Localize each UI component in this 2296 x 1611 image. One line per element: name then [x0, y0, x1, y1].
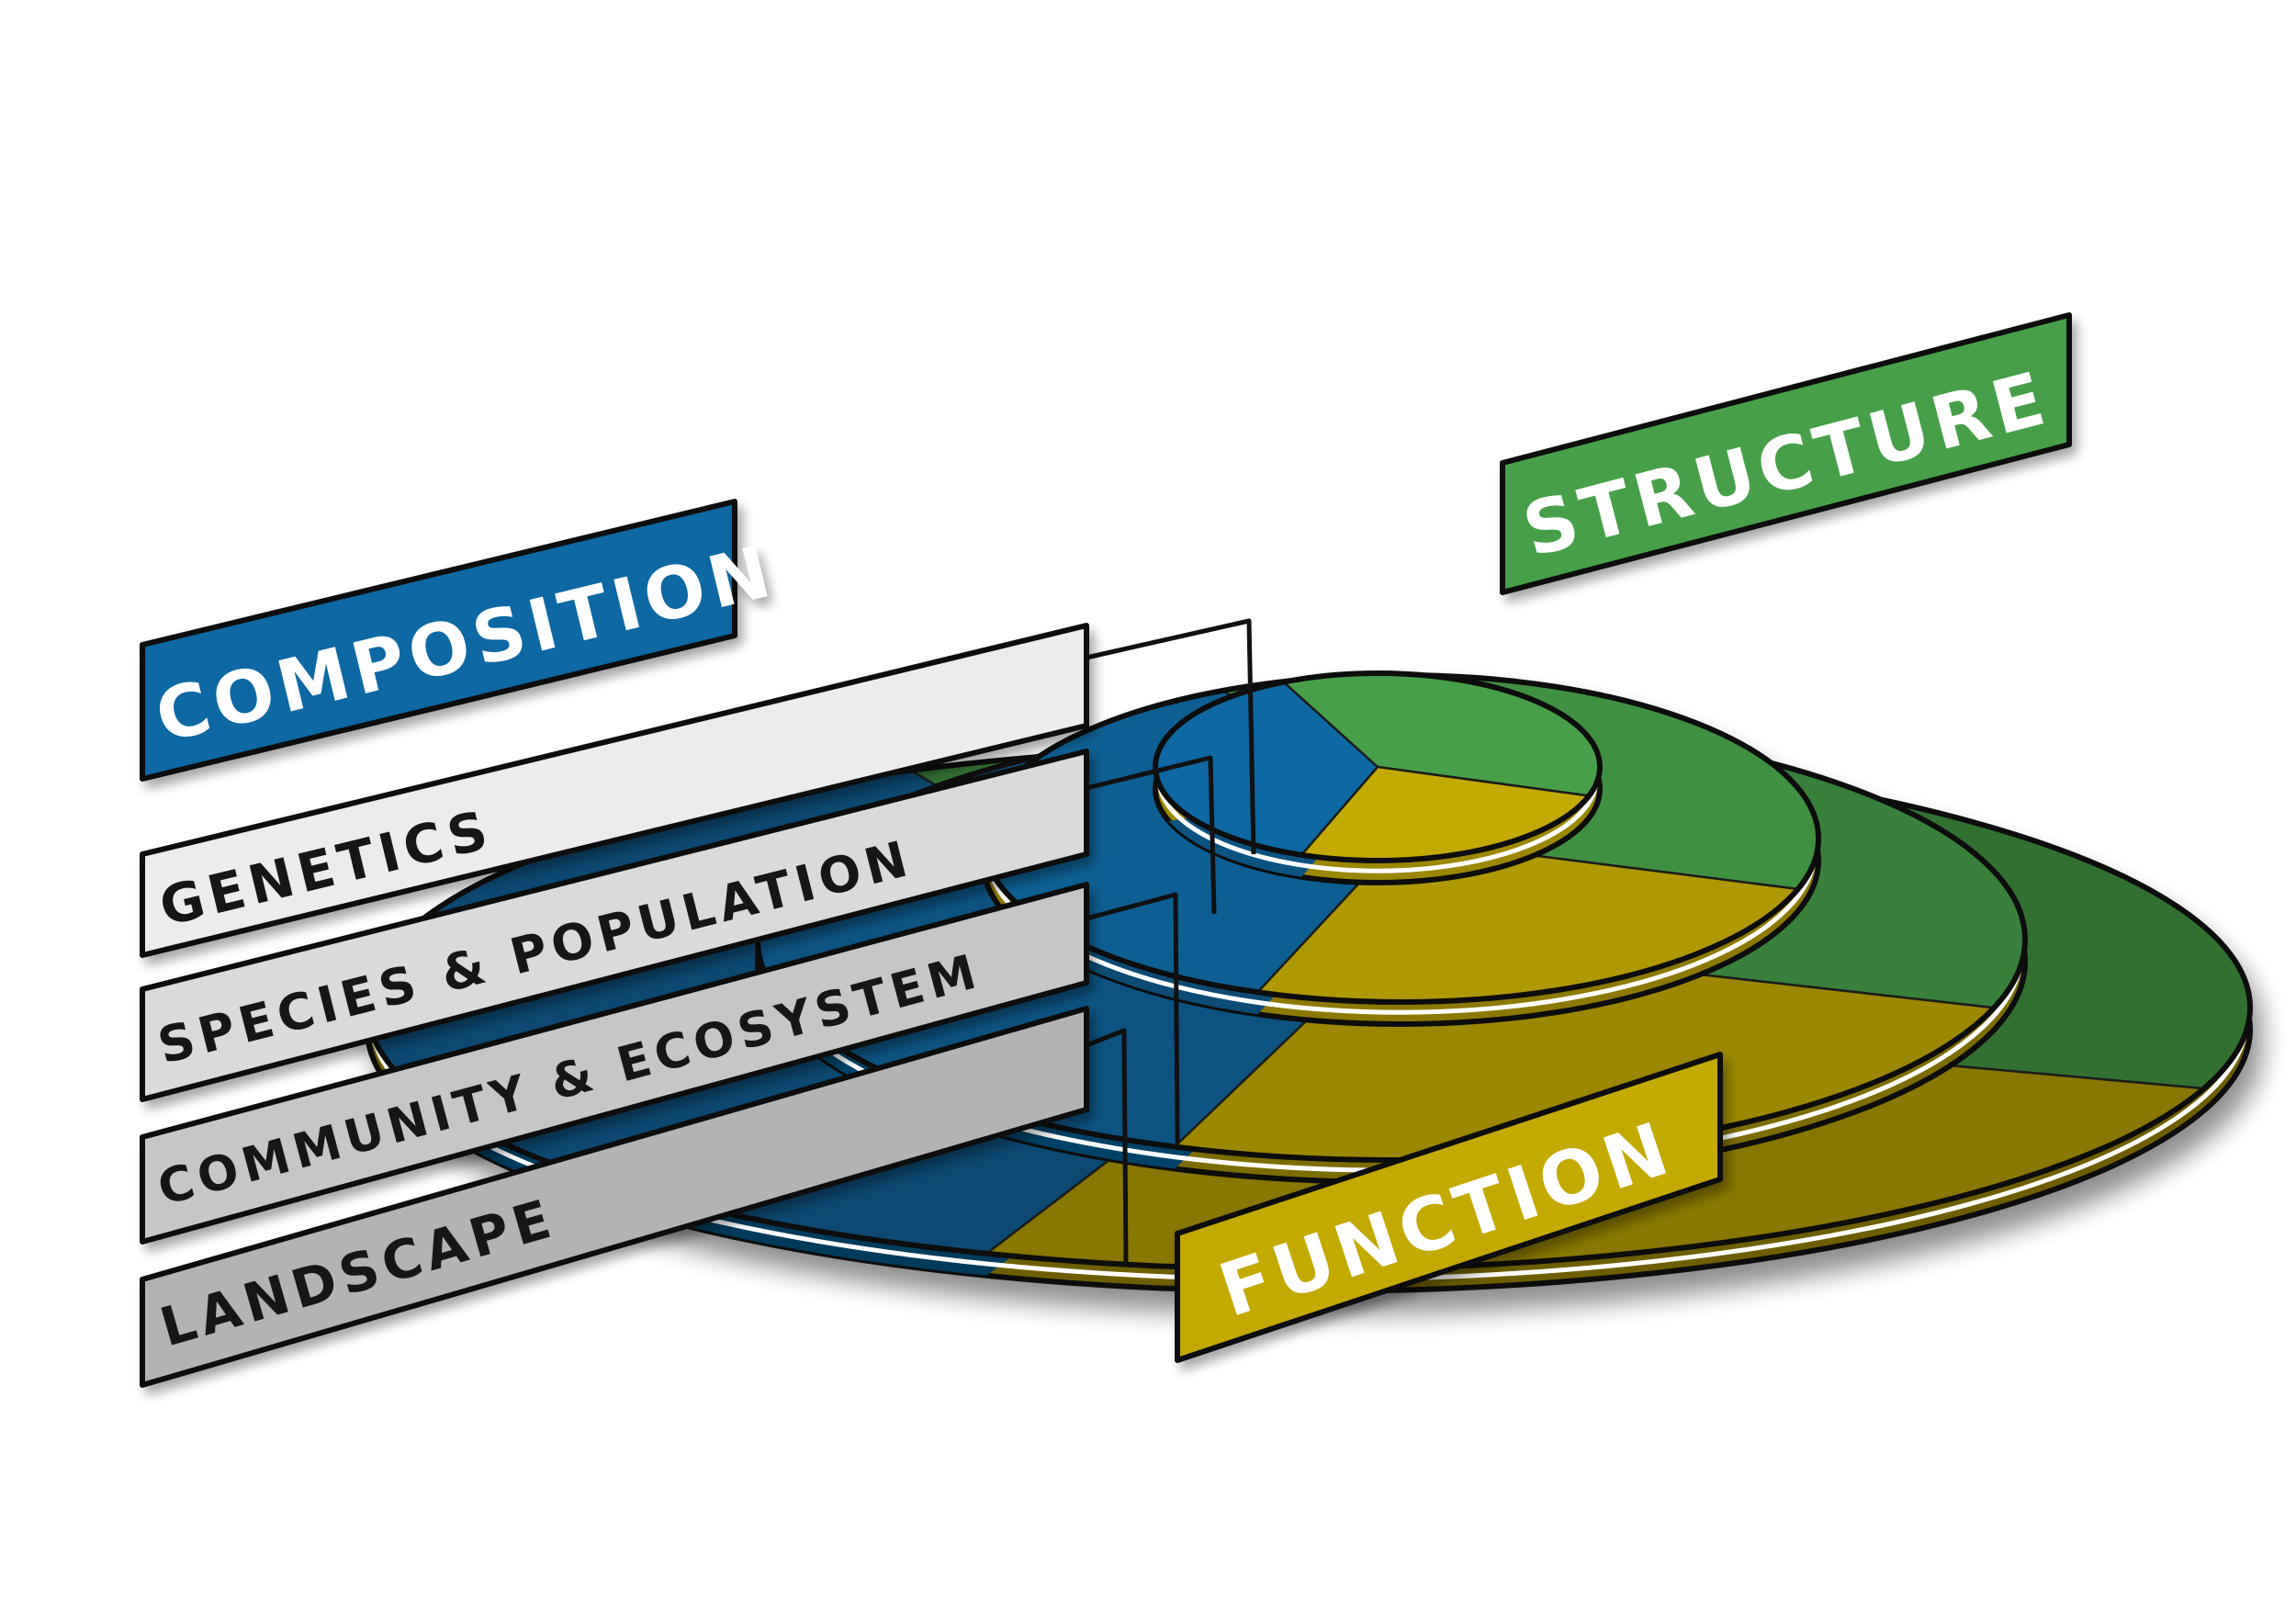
- tier-outline: [1153, 670, 1603, 863]
- structure-tag-background: [1500, 312, 2072, 595]
- structure-tag: STRUCTURE: [1500, 312, 2072, 595]
- level-tag-background: [140, 623, 1089, 958]
- function-tag-background: [1175, 1052, 1723, 1363]
- level-tag-background: [140, 1006, 1089, 1388]
- tier-connector-lines: [1086, 618, 1256, 1265]
- connector-line-4: [1086, 1028, 1129, 1265]
- composition-tag-background: [140, 499, 737, 782]
- connector-line-2: [1086, 755, 1217, 915]
- level-tag-background: [140, 749, 1089, 1102]
- level-tag-background: [140, 882, 1089, 1245]
- connector-line-1: [1086, 618, 1256, 855]
- tier-4: [1153, 670, 1603, 885]
- connector-line-3: [1086, 892, 1180, 1144]
